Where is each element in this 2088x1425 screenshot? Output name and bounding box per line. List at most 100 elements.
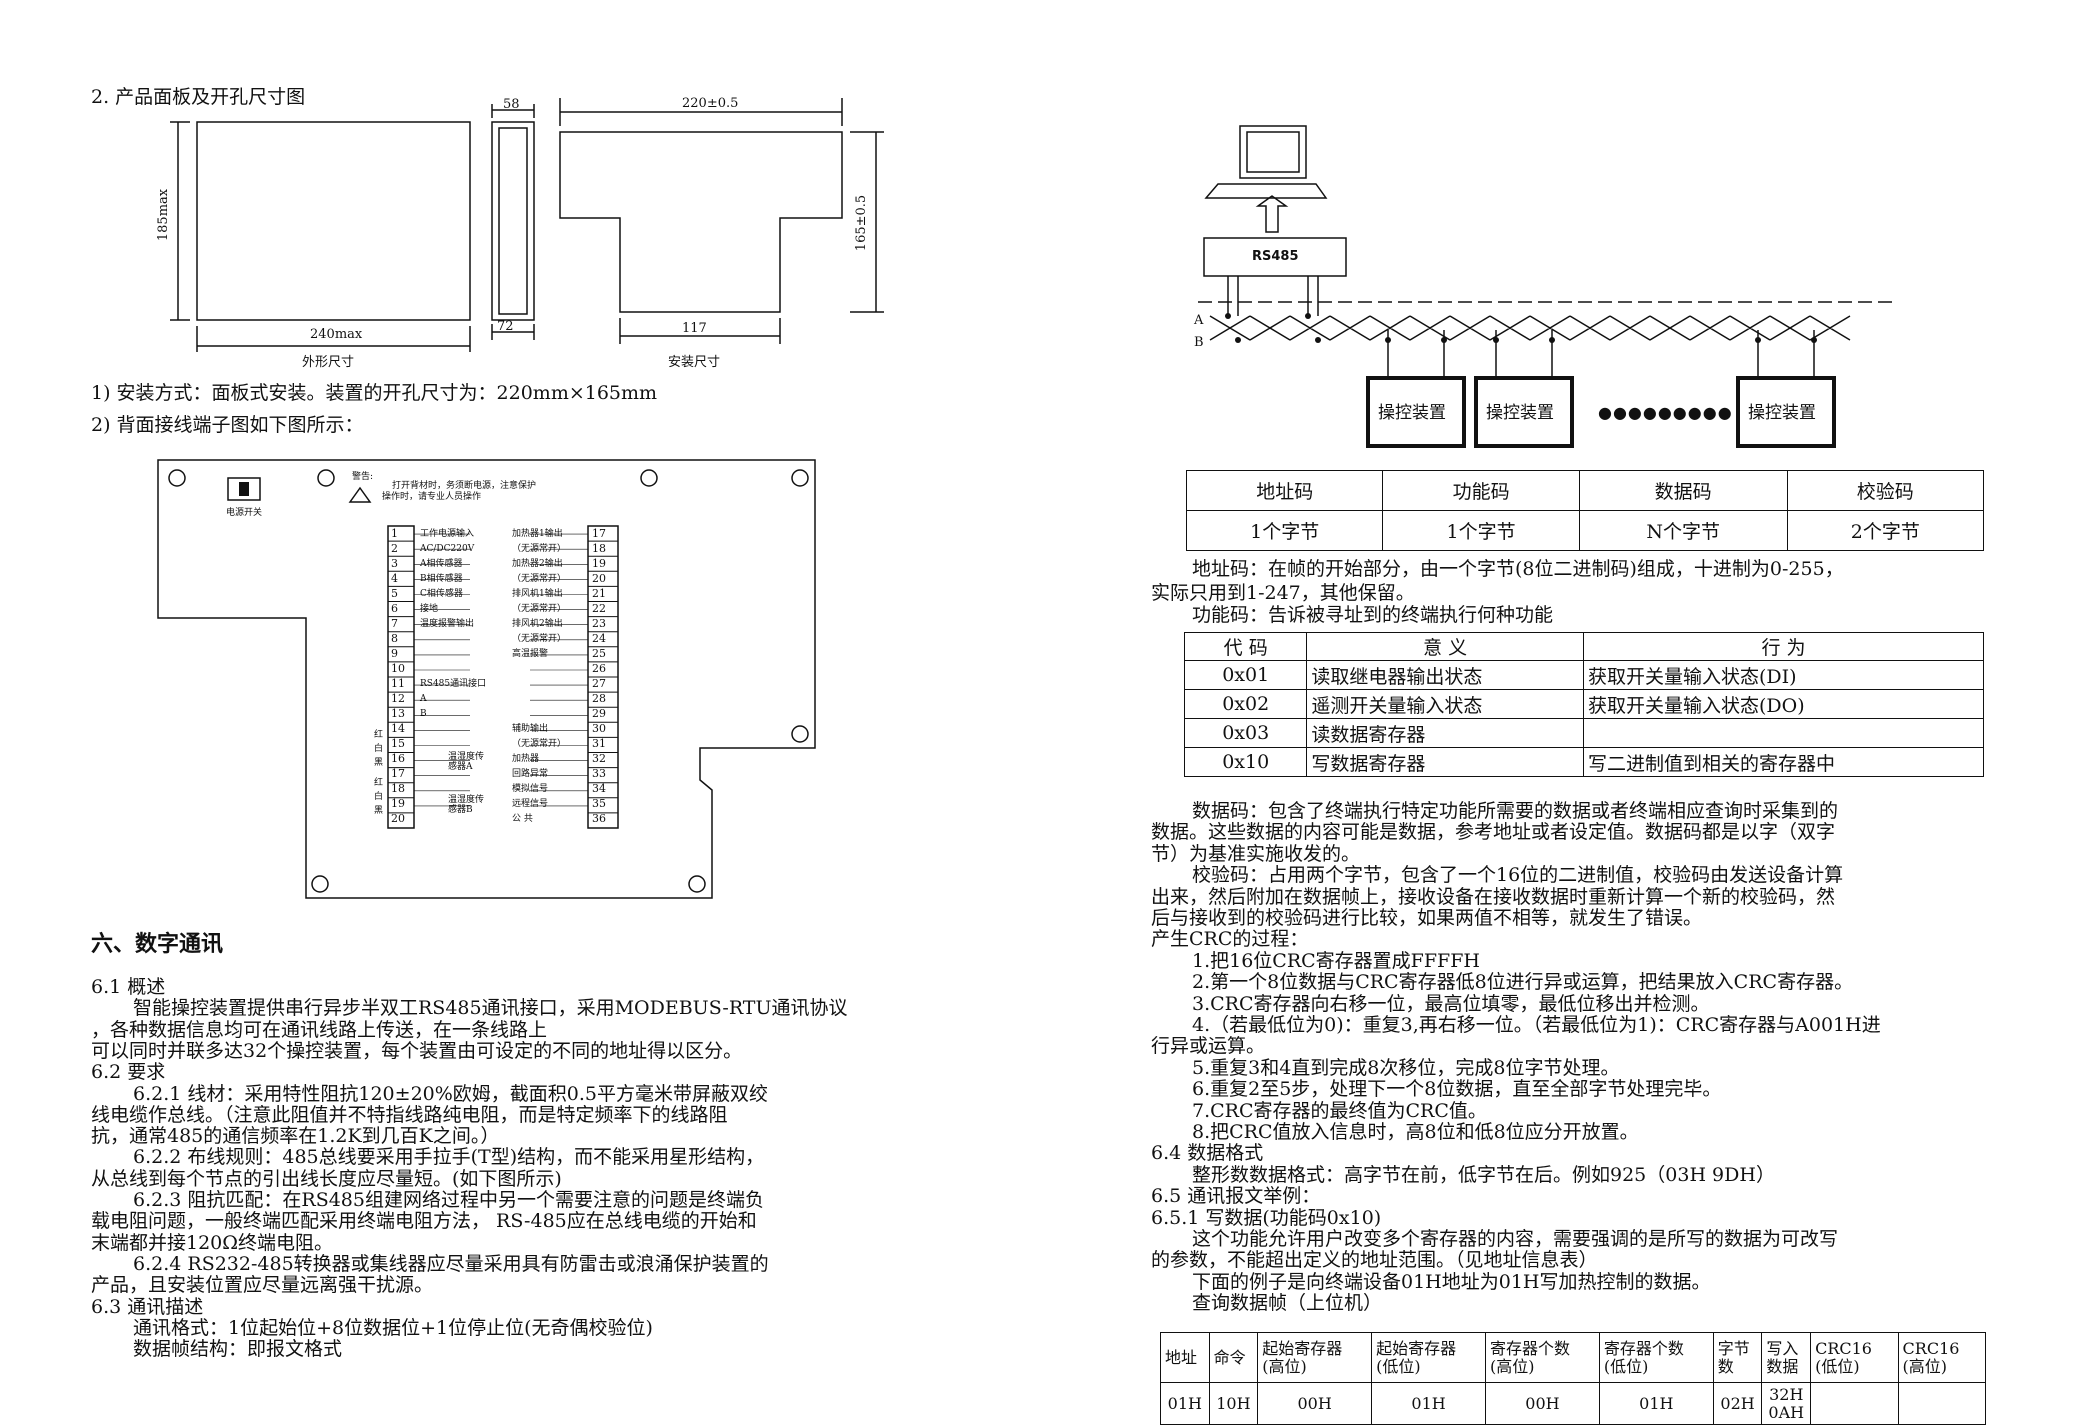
terminal-right-label: 辅助输出 (512, 724, 549, 734)
sensor-wire-color: 红 (374, 778, 384, 788)
frame-header-address: 地址码 (1185, 470, 1384, 511)
left-paragraph-line: 从总线到每个节点的引出线长度应尽量短。(如下图所示) (91, 1167, 562, 1190)
terminal-left-label: 温度报警输出 (420, 619, 475, 629)
right-paragraph-line: 后与接收到的校验码进行比较，如果两值不相等，就发生了错误。 (1151, 907, 1703, 929)
terminal-right-number: 30 (592, 722, 606, 735)
right-paragraph-line: 这个功能允许用户改变多个寄存器的内容，需要强调的是所写的数据为可改写 (1192, 1228, 1839, 1250)
terminal-left-number: 8 (391, 632, 398, 645)
terminal-left-number: 17 (391, 767, 405, 780)
terminal-right-number: 19 (592, 557, 606, 570)
warning-label: 警告: (352, 472, 374, 482)
query-value-cell: 01H (1371, 1382, 1486, 1425)
sensor-b-label: 温湿度传感器B (448, 795, 485, 815)
right-paragraph-line: 7.CRC寄存器的最终值为CRC值。 (1192, 1099, 1487, 1122)
func-cell: 写二进制值到相关的寄存器中 (1582, 747, 1985, 777)
right-paragraph-line: 数据。这些数据的内容可能是数据，参考地址或者设定值。数据码都是以字（双字 (1151, 821, 1836, 844)
terminal-right-label: 模拟信号 (512, 784, 549, 794)
query-header-cell: 命令 (1208, 1332, 1259, 1383)
address-code-text-2: 实际只用到1-247，其他保留。 (1151, 582, 1415, 604)
left-paragraph-line: 可以同时并联多达32个操控装置，每个装置由可设定的不同的地址得以区分。 (91, 1039, 743, 1062)
terminal-left-label: B相传感器 (420, 574, 463, 584)
device-label-2: 操控装置 (1486, 403, 1554, 423)
address-code-text-1: 地址码：在帧的开始部分，由一个字节(8位二进制码)组成，十进制为0-255， (1192, 558, 1844, 580)
sensor-wire-color: 黑 (374, 806, 384, 816)
right-paragraph-line: 查询数据帧（上位机） (1192, 1292, 1383, 1315)
query-value-cell: 02H (1712, 1382, 1763, 1425)
terminal-left-label: C相传感器 (420, 589, 463, 599)
terminal-left-number: 12 (391, 692, 405, 705)
right-paragraph-line: 整形数数据格式：高字节在前，低字节在后。例如925（03H 9DH） (1192, 1163, 1775, 1186)
line-a-label: A (1194, 313, 1204, 328)
frame-header-checksum: 校验码 (1786, 470, 1985, 511)
section-6-title: 六、数字通讯 (91, 932, 224, 957)
terminal-right-number: 29 (592, 707, 606, 720)
device-ellipsis: ●●●●●●●●● (1598, 403, 1733, 422)
right-paragraph-line: 产生CRC的过程： (1151, 928, 1309, 951)
power-switch-label: 电源开关 (226, 508, 263, 518)
left-paragraph-line: 通讯格式：1位起始位+8位数据位+1位停止位(无奇偶校验位) (133, 1316, 653, 1339)
terminal-left-number: 5 (391, 587, 398, 600)
dim-front-width: 240max (310, 327, 363, 342)
frame-value-checksum: 2个字节 (1786, 510, 1985, 551)
terminal-right-label: 高温报警 (512, 649, 549, 659)
terminal-left-label: AC/DC220V (420, 544, 475, 554)
terminal-wiring-diagram (157, 459, 816, 899)
terminal-left-label: 工作电源输入 (420, 529, 475, 539)
query-header-cell: CRC16 (低位) (1810, 1332, 1899, 1383)
left-paragraph-line: 6.2.2 布线规则：485总线要采用手拉手(T型)结构，而不能采用星形结构， (133, 1146, 765, 1169)
function-code-text: 功能码：告诉被寻址到的终端执行何种功能 (1192, 604, 1554, 626)
terminal-right-label: （无源常开） (512, 604, 567, 614)
right-paragraph-line: 6.5.1 写数据(功能码0x10) (1151, 1206, 1382, 1229)
terminal-left-number: 4 (391, 572, 398, 585)
terminal-right-number: 27 (592, 677, 606, 690)
dimension-drawing (170, 98, 884, 352)
dim-cut-width: 220±0.5 (682, 96, 739, 111)
right-paragraph-line: 2.第一个8位数据与CRC寄存器低8位进行异或运算，把结果放入CRC寄存器。 (1192, 971, 1854, 994)
left-paragraph-line: 数据帧结构：即报文格式 (133, 1338, 343, 1361)
terminal-left-label: A (420, 694, 427, 704)
func-cell: 获取开关量输入状态(DI) (1582, 660, 1985, 690)
terminal-left-label: A相传感器 (420, 559, 463, 569)
terminal-left-number: 6 (391, 602, 398, 615)
terminal-right-label: 加热器 (512, 754, 540, 764)
left-paragraph-line: 6.2.3 阻抗匹配：在RS485组建网络过程中另一个需要注意的问题是终端负 (133, 1189, 764, 1211)
left-paragraph-line: 末端都并接120Ω终端电阻。 (91, 1231, 334, 1254)
query-header-cell: 寄存器个数 (高位) (1485, 1332, 1600, 1383)
right-paragraph-line: 出来，然后附加在数据帧上，接收设备在接收数据时重新计算一个新的校验码，然 (1151, 885, 1836, 908)
left-paragraph-line: 6.1 概述 (91, 976, 166, 998)
query-value-cell: 01H (1160, 1382, 1210, 1425)
frame-header-data: 数据码 (1578, 470, 1788, 511)
left-paragraph-line: 6.2.1 线材：采用特性阻抗120±20%欧姆，截面积0.5平方毫米带屏蔽双绞 (133, 1082, 769, 1105)
sensor-wire-color: 黑 (374, 758, 384, 768)
func-cell: 遥测开关量输入状态 (1306, 689, 1584, 719)
caption-install-size: 安装尺寸 (668, 355, 721, 370)
query-value-cell: 10H (1208, 1382, 1259, 1425)
terminal-right-number: 34 (592, 782, 606, 795)
query-header-cell: 写入 数据 (1761, 1332, 1812, 1383)
left-paragraph-line: 载电阻问题，一般终端匹配采用终端电阻方法， RS-485应在总线电缆的开始和 (91, 1210, 757, 1233)
terminal-right-label: （无源常开） (512, 739, 567, 749)
terminal-right-label: 排风机1输出 (512, 589, 563, 599)
right-paragraph-line: 4.（若最低位为0)：重复3,再右移一位。（若最低位为1)：CRC寄存器与A00… (1192, 1014, 1881, 1036)
terminal-right-label: （无源常开） (512, 634, 567, 644)
terminal-left-label: 接地 (420, 604, 439, 614)
left-paragraph-line: 线电缆作总线。（注意此阻值并不特指线路纯电阻，而是特定频率下的线路阻 (91, 1103, 728, 1126)
terminal-left-number: 13 (391, 707, 405, 720)
warning-text-2: 操作时，请专业人员操作 (382, 492, 482, 502)
terminal-right-number: 28 (592, 692, 606, 705)
left-paragraph-line: ，各种数据信息均可在通讯线路上传送，在一条线路上 (91, 1018, 548, 1041)
func-header-cell: 代 码 (1183, 632, 1308, 661)
query-value-cell: 00H (1257, 1382, 1373, 1425)
terminal-right-label: 加热器1输出 (512, 529, 563, 539)
left-paragraph-line: 智能操控装置提供串行异步半双工RS485通讯接口，采用MODEBUS-RTU通讯… (133, 997, 848, 1020)
left-paragraph-line: 6.2 要求 (91, 1061, 166, 1084)
terminal-right-label: 排风机2输出 (512, 619, 563, 629)
right-paragraph-line: 1.把16位CRC寄存器置成FFFFH (1192, 949, 1480, 972)
right-paragraph-line: 下面的例子是向终端设备01H地址为01H写加热控制的数据。 (1192, 1270, 1711, 1293)
right-paragraph-line: 的参数，不能超出定义的地址范围。（见地址信息表） (1151, 1249, 1598, 1272)
caption-outer-size: 外形尺寸 (302, 355, 355, 370)
terminal-right-number: 36 (592, 812, 606, 825)
query-value-cell: 01H (1598, 1382, 1714, 1425)
line-b-label: B (1194, 335, 1204, 350)
